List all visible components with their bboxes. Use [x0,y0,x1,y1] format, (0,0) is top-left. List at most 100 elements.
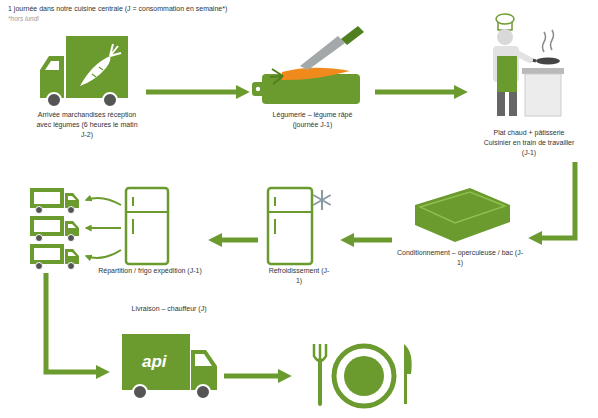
caption-block: Livraison – chauffeur (J) [127,304,211,314]
truck-wheel [196,385,210,399]
truck-wheel [36,207,43,214]
truck-wheel [103,93,117,107]
truck-cab [40,56,64,98]
carrot-leaves [110,44,121,56]
small-truck [30,216,79,242]
step-caption: Livraison – chauffeur (J) [127,304,211,314]
footnote: *hors lundi [8,15,39,22]
split-arrow [86,227,121,229]
dispatch-fridge [126,188,168,264]
truck-box [30,244,64,264]
cooling-step: Refroidissement (J-1) [258,180,340,288]
flow-arrow [218,238,258,243]
delivery-truck [122,334,217,399]
small-truck [30,244,79,270]
step-caption: Plat chaud + pâtisserie Cuisinier en tra… [483,128,575,158]
carrot [282,68,350,80]
vegetable-step: Légumerie – légume râpé (journée J-1) [250,30,375,132]
plate-center [344,356,384,396]
truck-window [68,252,76,256]
truck-window [68,196,76,200]
truck-cab [191,350,217,390]
caption-block: Refroidissement (J-1) [266,266,332,286]
flow-arrow [46,273,100,372]
truck-box [66,36,128,98]
truck-box [30,216,64,236]
split-arrow [86,250,121,258]
chef-hat [496,14,514,24]
steam [543,30,554,52]
tray-lid [420,192,505,223]
reception-step: Arrivée marchandises réception avec légu… [28,30,146,142]
caption-block: Conditionnement – operculeuse / bac (J-1… [395,248,525,268]
cutting-board [252,26,364,104]
step-caption: Arrivée marchandises réception avec légu… [35,110,139,140]
fridge-handle [132,197,134,234]
stove-top [522,68,564,74]
truck-panel [34,192,60,204]
cooking-step: Plat chaud + pâtisserie Cuisinier en tra… [468,2,590,162]
truck-box [30,188,64,208]
step-caption: Légumerie – légume râpé (journée J-1) [265,110,361,130]
truck-window [45,61,59,70]
plate-rim [334,346,394,406]
flow-arrow [538,162,575,238]
caption-block: Arrivée marchandises réception avec légu… [35,110,139,140]
diagram-title: 1 journée dans notre cuisine centrale (J… [8,5,227,12]
cook-apron [497,56,517,92]
plate-setting [314,344,412,406]
snowflake-symbol [313,190,330,210]
board-hole [256,87,260,91]
truck-wheel [133,385,147,399]
caption-block: Légumerie – légume râpé (journée J-1) [265,110,361,130]
cooling-fridge [268,188,331,264]
cook-head [497,29,513,45]
caption-block: Répartition / frigo expédition (J-1) [94,266,206,276]
carrot-symbol [80,56,111,86]
fridge-divider [126,211,168,213]
carrot-leaves [270,69,283,84]
logo-text: api [142,352,167,372]
truck-wheel [68,207,75,214]
truck-cab [65,193,79,208]
cook-leg [497,92,505,116]
sealed-tray [415,188,510,242]
knife [404,344,412,404]
fork [318,360,322,404]
knife-handle [341,26,364,45]
flow-arrow [350,238,392,243]
delivery-step: Livraison – chauffeur (J) [110,302,228,400]
small-truck [30,188,79,214]
cook-leg [509,92,517,116]
fridge [126,188,168,264]
truck-panel [34,220,60,232]
truck-window [68,224,76,228]
carrot-lines [92,67,103,77]
cook-illustration [493,14,564,116]
flow-arrow [224,374,282,379]
caption-block: Plat chaud + pâtisserie Cuisinier en tra… [483,128,575,158]
knife-blade [300,36,345,70]
truck-wheel [36,235,43,242]
truck-cab [65,221,79,236]
pan [536,58,560,65]
step-caption: Conditionnement – operculeuse / bac (J-1… [395,248,525,268]
truck-wheel [68,263,75,270]
split-arrow [86,198,121,205]
step-caption: Répartition / frigo expédition (J-1) [94,266,206,276]
truck-wheel [36,263,43,270]
truck-wheel [47,93,61,107]
truck-wheel [68,235,75,242]
flow-arrow [146,90,240,95]
truck-cab [65,249,79,264]
fridge [268,188,312,264]
step-caption: Refroidissement (J-1) [266,266,332,286]
truck-panel [34,248,60,260]
dispatch-step: Répartition / frigo expédition (J-1) [92,180,208,288]
stove [525,74,561,116]
fork-tines [314,344,326,361]
